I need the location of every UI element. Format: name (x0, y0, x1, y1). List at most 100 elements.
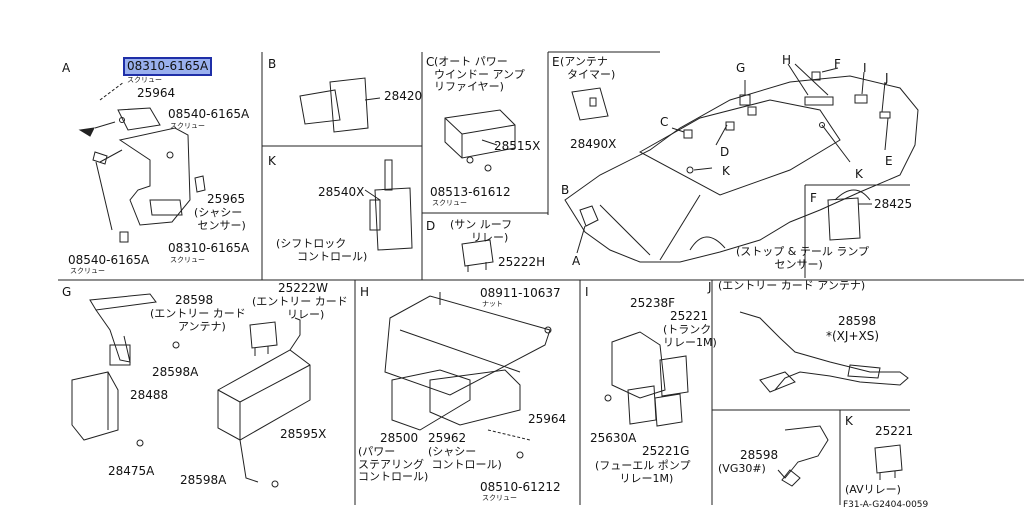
callout-a: A (572, 254, 581, 268)
relay-25221 (659, 355, 689, 397)
callout-e: E (885, 154, 893, 168)
callout-k-car-2: K (855, 167, 863, 181)
part-25221-trunk[interactable]: 25221 (670, 309, 709, 323)
part-25221g[interactable]: 25221G (642, 444, 690, 458)
label-power-steering-control: (パワー ステアリング コントロール) (358, 445, 429, 484)
screw-label: スクリュー (432, 199, 467, 207)
section-e-letter: E (552, 55, 560, 69)
label-entry-card-relay: (エントリー カード リレー) (252, 295, 348, 321)
amp-28515x (444, 109, 516, 159)
sensor-28425 (827, 197, 861, 241)
section-a-letter: A (62, 61, 71, 75)
label-fuel-pump-relay: (フューエル ポンプ リレー1M) (595, 459, 691, 485)
title-sunroof-relay: (サン ルーフ リレー) (450, 218, 513, 244)
label-chassis-control: (シャシー コントロール) (428, 445, 502, 471)
part-08911-10637[interactable]: 08911-10637 (480, 286, 561, 300)
note-xj-xs: *(XJ+XS) (826, 329, 880, 343)
part-28488[interactable]: 28488 (130, 388, 169, 402)
relay-25221g (627, 385, 657, 425)
part-25964[interactable]: 25964 (137, 86, 176, 100)
section-k2-letter: K (845, 414, 853, 428)
screw-label: スクリュー (170, 122, 205, 130)
relay-25222w (249, 321, 278, 349)
title-auto-power-window-amp: (オート パワー ウインドー アンプ リファイヤー) (434, 55, 525, 94)
screw-label: スクリュー (70, 267, 105, 275)
label-av-relay: (AVリレー) (845, 483, 901, 496)
part-25630a[interactable]: 25630A (590, 431, 637, 445)
part-28598-j[interactable]: 28598 (838, 314, 877, 328)
car-outline (564, 75, 919, 263)
bracket-plate-h (384, 295, 551, 396)
title-entry-card-antenna: (エントリー カード アンテナ) (718, 279, 866, 292)
timer-28490x (571, 87, 609, 121)
part-25222h[interactable]: 25222H (498, 255, 546, 269)
part-25222w[interactable]: 25222W (278, 281, 329, 295)
section-h-letter: H (360, 285, 370, 299)
label-stop-tail-lamp-sensor: (ストップ & テール ランプ センサー) (736, 245, 870, 271)
part-28475a[interactable]: 28475A (108, 464, 155, 478)
section-d-letter: D (426, 219, 436, 233)
part-25964-h[interactable]: 25964 (528, 412, 567, 426)
nut-label: ナット (482, 300, 503, 308)
callout-g: G (736, 61, 746, 75)
unit-28500 (391, 369, 471, 431)
part-28490x[interactable]: 28490X (570, 137, 617, 151)
part-08540-6165a-top[interactable]: 08540-6165A (168, 107, 250, 121)
unit-25962 (429, 369, 521, 426)
shift-lock-28540x (374, 187, 413, 251)
part-08310-6165a-bottom[interactable]: 08310-6165A (168, 241, 250, 255)
callout-j: J (885, 71, 889, 85)
section-g-letter: G (62, 285, 72, 299)
title-antenna-timer: (アンテナ タイマー) (560, 55, 616, 81)
part-28598-g[interactable]: 28598 (175, 293, 214, 307)
relay-28420 (329, 77, 369, 133)
box-28488 (71, 371, 119, 441)
callout-h: H (782, 53, 792, 67)
screw-label: スクリュー (170, 256, 205, 264)
callout-d: D (720, 145, 730, 159)
callout-k-car: K (722, 164, 730, 178)
screw-label: スクリュー (482, 494, 517, 502)
label-shift-lock: (シフトロック コントロール) (276, 237, 368, 263)
part-25962[interactable]: 25962 (428, 431, 467, 445)
label-chassis-sensor: (シャシー センサー) (194, 206, 246, 232)
highlighted-part-number[interactable]: 08310-6165A (123, 57, 213, 76)
part-25238f[interactable]: 25238F (630, 296, 676, 310)
part-28420[interactable]: 28420 (384, 89, 423, 103)
part-28598a-upper[interactable]: 28598A (152, 365, 199, 379)
part-28595x[interactable]: 28595X (280, 427, 327, 441)
part-28515x[interactable]: 28515X (494, 139, 541, 153)
section-f-letter: F (810, 191, 817, 205)
diagram-reference: F31-A-G2404-0059 (843, 500, 929, 510)
part-28598-vg[interactable]: 28598 (740, 448, 779, 462)
part-25965[interactable]: 25965 (207, 192, 246, 206)
callout-c: C (660, 115, 669, 129)
relay-25221-av (874, 444, 903, 474)
callout-b: B (561, 183, 570, 197)
label-entry-card-antenna: (エントリー カード アンテナ) (150, 307, 246, 333)
part-28425[interactable]: 28425 (874, 197, 913, 211)
bracket-a (118, 127, 191, 226)
relay-25222h (461, 239, 494, 267)
label-trunk-relay: (トランク リレー1M) (663, 323, 717, 349)
callout-f: F (834, 57, 841, 71)
section-i-letter: I (585, 285, 589, 299)
antenna-28598-vg (777, 425, 829, 479)
section-j-letter: J (708, 280, 712, 294)
screw-label: スクリュー (127, 76, 162, 84)
antenna-cable-28598 (739, 311, 909, 391)
section-k-letter: K (268, 154, 276, 168)
part-25221-av[interactable]: 25221 (875, 424, 914, 438)
antenna-28598 (89, 293, 157, 311)
part-28540x[interactable]: 28540X (318, 185, 365, 199)
callout-i: I (863, 61, 867, 75)
part-08540-6165a-bottom[interactable]: 08540-6165A (68, 253, 150, 267)
part-08513-61612[interactable]: 08513-61612 (430, 185, 511, 199)
part-28598a-lower[interactable]: 28598A (180, 473, 227, 487)
part-28500[interactable]: 28500 (380, 431, 419, 445)
section-b-letter: B (268, 57, 277, 71)
section-c-letter: C (426, 55, 435, 69)
part-08510-61212[interactable]: 08510-61212 (480, 480, 561, 494)
bracket-25238f (611, 331, 666, 399)
